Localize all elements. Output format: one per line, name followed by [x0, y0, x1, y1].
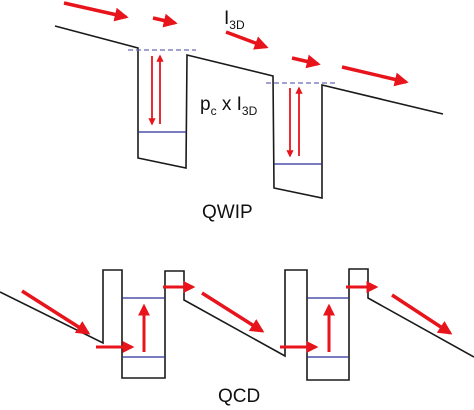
- qcd-sawtooth-segment: [0, 268, 474, 381]
- label-pc-x-i3d: pc x I3D: [200, 94, 258, 118]
- qwip-vertical-arrows: [148, 54, 303, 158]
- qcd-levels: [122, 297, 349, 358]
- label-qwip: QWIP: [202, 202, 253, 223]
- qwip-well-1: [54, 25, 444, 199]
- qwip-band-profile: [54, 25, 444, 199]
- qwip-drift-arrow: [291, 54, 321, 69]
- qcd-cascade-arrow: [391, 293, 453, 335]
- qwip-drift-arrow: [152, 13, 178, 28]
- label-i3d: I3D: [224, 8, 245, 32]
- qwip-drift-arrows: [63, 1, 409, 87]
- qcd-cascade-arrows: [21, 289, 453, 335]
- qwip-drift-arrow: [225, 30, 269, 50]
- qcd-band-profile: [0, 268, 474, 381]
- qcd-cascade-arrow: [21, 289, 91, 335]
- qcd-cascade-arrow: [201, 291, 265, 333]
- qwip-drift-arrow: [63, 1, 129, 22]
- qcd-absorption-arrows: [138, 303, 335, 352]
- qcd-tunnel-arrows: [96, 281, 379, 353]
- qwip-drift-arrow: [341, 65, 409, 87]
- label-qcd: QCD: [218, 386, 260, 407]
